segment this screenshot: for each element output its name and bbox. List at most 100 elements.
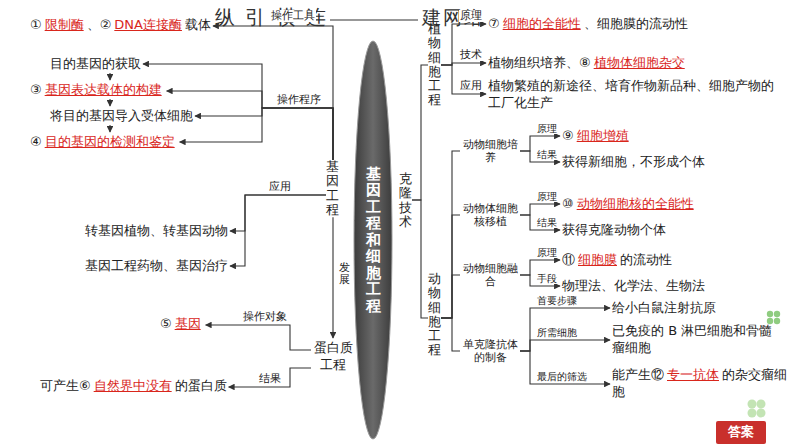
- principle-item: ⑦细胞的全能性、细胞膜的流动性: [488, 16, 688, 33]
- edge-label: 应用: [459, 80, 483, 92]
- node-text: 植物细胞工程: [428, 21, 441, 107]
- result-item: 可产生⑥自然界中没有的蛋白质: [40, 378, 227, 395]
- principle-item: ⑨细胞增殖: [562, 128, 632, 145]
- answer-text: 目的基因的检测和鉴定: [42, 134, 178, 149]
- title-rule: [330, 19, 418, 20]
- node-text: 植物繁殖的新途径、培育作物新品种、细胞产物的工厂化生产: [488, 78, 774, 110]
- connector: [230, 195, 326, 231]
- edge-label: 发展: [338, 262, 351, 286]
- edge-label: 结果: [258, 373, 282, 385]
- node-text: 的流动性: [620, 252, 672, 267]
- connector: [412, 200, 428, 318]
- connector: [213, 26, 333, 160]
- vertical-text-column: 基因工程和细胞工程: [366, 166, 381, 315]
- sub-branch: 单克隆抗体的制备: [460, 338, 520, 364]
- edge-label: 所需细胞: [536, 327, 578, 338]
- node-text: ⑤: [160, 316, 172, 331]
- edge-label: 原理: [536, 123, 558, 134]
- application-item: 转基因植物、转基因动物: [85, 223, 228, 240]
- sub-branch: 动物细胞融合: [460, 262, 520, 288]
- node-text: 动物细胞融合: [463, 262, 518, 288]
- node-text: 物理法、化学法、生物法: [562, 278, 705, 293]
- center-ellipse: 基因工程和细胞工程: [353, 40, 393, 440]
- cell-item: 已免疫的 B 淋巴细胞和骨髓瘤细胞: [612, 323, 777, 357]
- connector: [206, 325, 311, 350]
- answer-text: 基因: [172, 316, 204, 331]
- branch-title: 克隆技术: [399, 172, 412, 229]
- node-text: 、②: [87, 17, 112, 32]
- node-text: 将目的基因导入受体细胞: [50, 108, 193, 123]
- answer-text: 动物细胞核的全能性: [574, 196, 697, 211]
- answer-button: 答案: [716, 421, 766, 444]
- answer-text: 细胞的全能性: [500, 16, 584, 31]
- sub-branch: 动物细胞培养: [460, 138, 520, 164]
- connector: [520, 308, 610, 351]
- node-text: 克隆技术: [399, 171, 412, 229]
- node-text: 转基因植物、转基因动物: [85, 223, 228, 238]
- step-item: 目的基因的获取: [50, 56, 141, 73]
- edge-label: 最后的筛选: [536, 371, 588, 382]
- node-text: ①: [30, 17, 42, 32]
- sub-branch: 动物体细胞核移植: [460, 202, 520, 228]
- node-text: 可产生⑥: [40, 378, 91, 393]
- answer-text: 专一抗体: [664, 367, 722, 382]
- node-text: 获得新细胞，不形成个体: [562, 154, 705, 169]
- step-item: 给小白鼠注射抗原: [612, 300, 716, 317]
- node-text: 已免疫的 B 淋巴细胞和骨髓瘤细胞: [612, 323, 772, 355]
- node-text: 获得克隆动物个体: [562, 222, 666, 237]
- technique-item: 植物组织培养、⑧植物体细胞杂交: [488, 55, 688, 72]
- node-text: 基因工程药物、基因治疗: [85, 258, 228, 273]
- edge-label: 手段: [536, 273, 558, 284]
- answer-text: DNA连接酶: [111, 17, 185, 32]
- node-text: 、细胞膜的流动性: [584, 16, 688, 31]
- result-item: 获得克隆动物个体: [562, 222, 666, 239]
- application-item: 植物繁殖的新途径、培育作物新品种、细胞产物的工厂化生产: [488, 78, 784, 112]
- connector: [167, 91, 333, 160]
- tool-item: ①限制酶、②DNA连接酶载体: [30, 17, 211, 34]
- connector: [230, 195, 326, 266]
- application-item: 基因工程药物、基因治疗: [85, 258, 228, 275]
- connector: [441, 24, 486, 65]
- edge-label: 操作对象: [242, 311, 288, 323]
- node-text: 载体: [185, 17, 211, 32]
- node-text: 动物体细胞核移植: [463, 202, 518, 228]
- edge-label: 原理: [459, 10, 483, 22]
- edge-label: 原理: [536, 247, 558, 258]
- answer-text: 基因表达载体的构建: [42, 82, 165, 97]
- branch-title: 动物细胞工程: [428, 272, 441, 358]
- connector: [109, 125, 110, 132]
- connector: [441, 65, 486, 94]
- node-text: 给小白鼠注射抗原: [612, 300, 716, 315]
- step-item: 将目的基因导入受体细胞: [50, 108, 193, 125]
- node-text: 基因工程和细胞工程: [366, 165, 381, 315]
- step-item: ④目的基因的检测和鉴定: [30, 134, 178, 151]
- connector: [441, 215, 460, 318]
- answer-text: 限制酶: [42, 17, 87, 32]
- connector: [520, 351, 610, 384]
- screening-item: 能产生⑫专一抗体的杂交瘤细胞: [612, 367, 787, 401]
- connector: [412, 65, 428, 200]
- answer-text: 自然界中没有: [91, 378, 175, 393]
- branch-title: 基因工程: [326, 160, 339, 217]
- node-text: 动物细胞工程: [428, 271, 441, 357]
- connector: [520, 204, 560, 215]
- node-text: 蛋白质工程: [314, 340, 353, 372]
- edge-label: 结果: [536, 149, 558, 160]
- node-text: ⑨: [562, 128, 574, 143]
- node-text: 动物细胞培养: [463, 138, 518, 164]
- principle-item: ⑪细胞膜的流动性: [562, 252, 672, 269]
- connector: [441, 151, 460, 318]
- edge-label: 操作工具: [270, 10, 316, 22]
- principle-item: ⑩动物细胞核的全能性: [562, 196, 697, 213]
- connector: [109, 73, 110, 80]
- connector: [441, 318, 460, 351]
- connector: [520, 215, 560, 230]
- edge-label: 技术: [459, 49, 483, 61]
- connector: [180, 108, 333, 160]
- connector: [229, 368, 311, 387]
- branch-title: 植物细胞工程: [428, 22, 441, 108]
- node-text: 的蛋白质: [175, 378, 227, 393]
- answer-text: 细胞膜: [575, 252, 620, 267]
- edge-label: 首要步骤: [536, 295, 578, 306]
- edge-label: 原理: [536, 191, 558, 202]
